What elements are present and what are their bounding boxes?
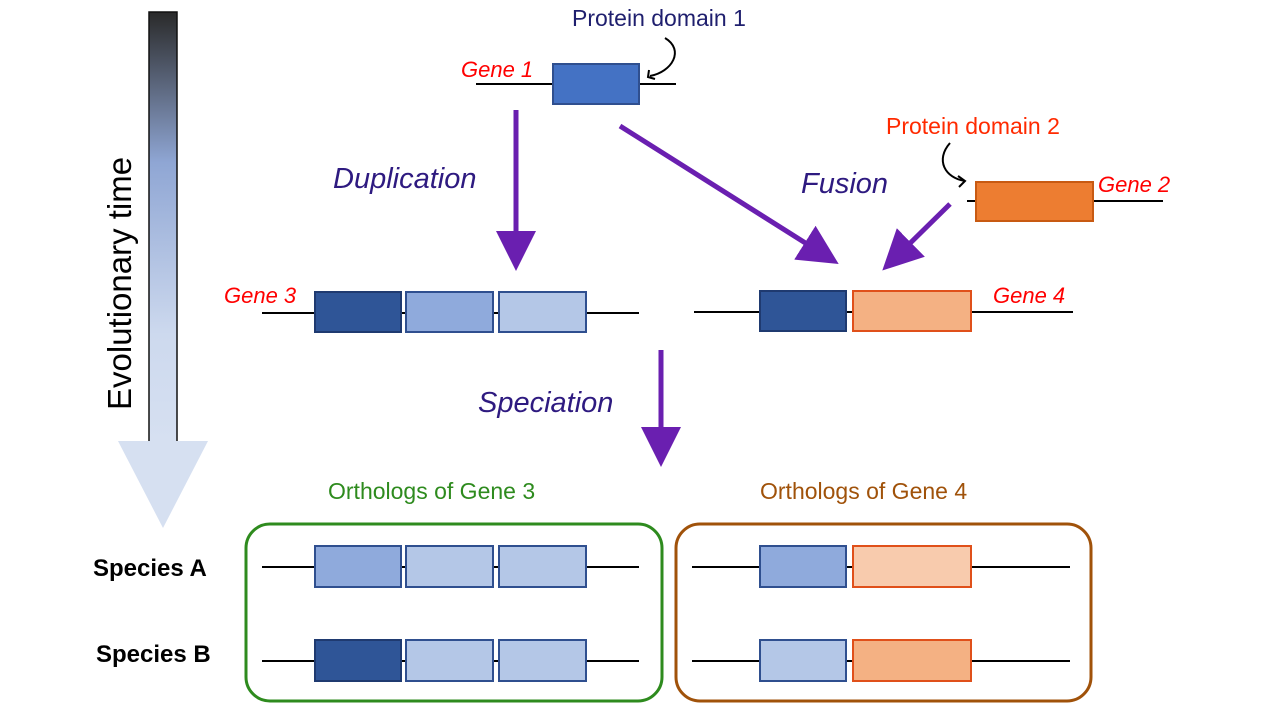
species-b-gene-4-domain-1	[759, 639, 847, 682]
species-a-gene-4-domain-1	[759, 545, 847, 588]
gene-2-domain	[975, 181, 1094, 222]
time-arrow-head	[118, 441, 208, 528]
species-b-gene-3-domain-3	[498, 639, 587, 682]
species-b-label: Species B	[96, 641, 211, 668]
species-a-gene-3-ortholog	[262, 545, 639, 588]
species-a-label: Species A	[93, 555, 207, 582]
species-a-gene-4-ortholog	[692, 545, 1070, 588]
species-a-gene-3-domain-2	[405, 545, 494, 588]
fusion-arrow-from-gene-2	[882, 202, 952, 271]
process-arrows	[496, 110, 952, 467]
species-b-gene-3-domain-2	[405, 639, 494, 682]
time-arrow-shaft	[148, 11, 178, 443]
protein-domain-2-label: Protein domain 2	[886, 113, 1060, 139]
gene-3: Gene 3	[224, 283, 639, 333]
gene-4-label: Gene 4	[993, 283, 1065, 308]
gene-4-domain-2	[852, 290, 972, 332]
species-b-gene-3-domain-1	[314, 639, 402, 682]
time-axis-label: Evolutionary time	[101, 157, 138, 410]
fusion-arrow-from-gene-1	[618, 123, 839, 265]
gene-1-domain	[552, 63, 640, 105]
species-a-gene-4-domain-2	[852, 545, 972, 588]
species-a-gene-3-domain-1	[314, 545, 402, 588]
protein-domain-1-pointer	[649, 37, 676, 77]
species-a-gene-3-domain-3	[498, 545, 587, 588]
gene-3-label: Gene 3	[224, 283, 297, 308]
protein-domain-2-pointer	[941, 142, 966, 182]
species-b-gene-4-ortholog	[692, 639, 1070, 682]
gene-3-orthologs-box	[244, 522, 664, 703]
gene-4-orthologs-title: Orthologs of Gene 4	[760, 478, 967, 504]
duplication-label: Duplication	[333, 163, 476, 195]
gene-1-label: Gene 1	[461, 57, 533, 82]
gene-4: Gene 4	[694, 283, 1073, 332]
gene-3-domain-1	[314, 291, 402, 333]
gene-3-orthologs-title: Orthologs of Gene 3	[328, 478, 535, 504]
time-axis: Evolutionary time	[101, 11, 208, 528]
gene-1: Gene 1 Protein domain 1	[461, 5, 746, 105]
fusion-label: Fusion	[801, 168, 888, 200]
speciation-label: Speciation	[478, 387, 613, 419]
gene-3-domain-3	[498, 291, 587, 333]
species-b-gene-3-ortholog	[262, 639, 639, 682]
gene-2-label: Gene 2	[1098, 172, 1170, 197]
protein-domain-1-label: Protein domain 1	[572, 5, 746, 31]
gene-2: Gene 2 Protein domain 2	[886, 113, 1170, 222]
gene-3-domain-2	[405, 291, 494, 333]
gene-4-domain-1	[759, 290, 847, 332]
gene-4-orthologs-box	[674, 522, 1093, 703]
species-b-gene-4-domain-2	[852, 639, 972, 682]
